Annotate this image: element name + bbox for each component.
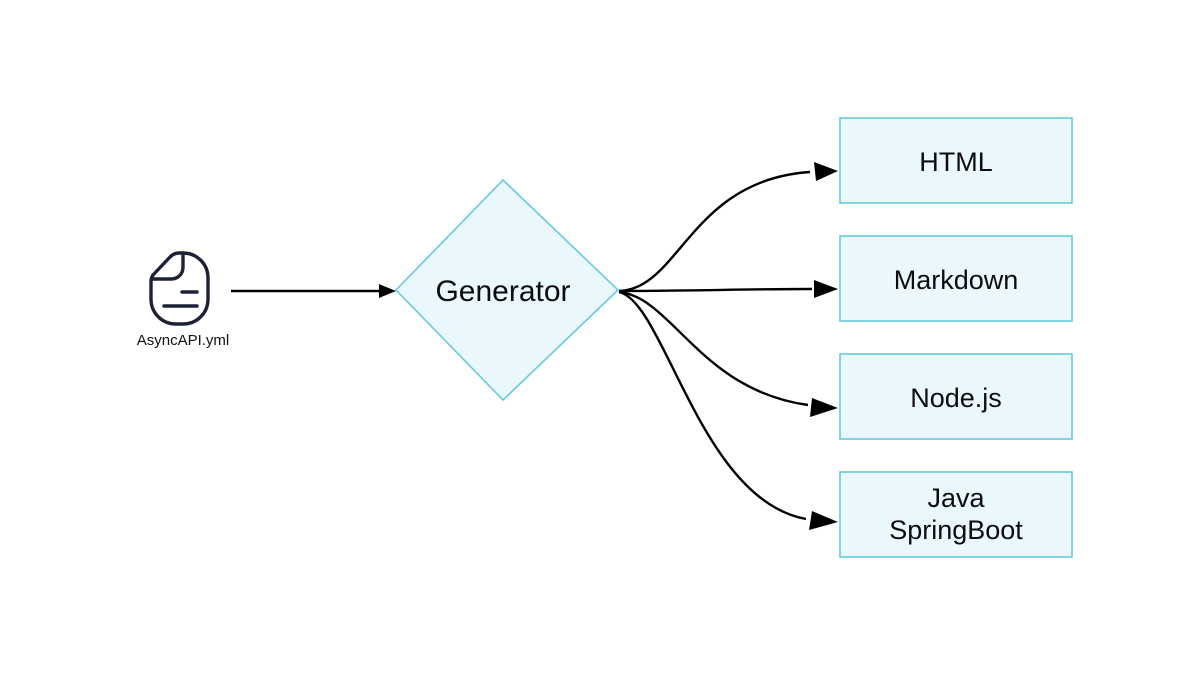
generator-node[interactable]: Generator [394,178,620,402]
output-label-nodejs: Node.js [910,383,1002,413]
output-label-html: HTML [919,147,993,177]
output-box [839,235,1073,322]
generator-diamond [394,178,620,402]
source-file-label: AsyncAPI.yml [137,332,230,349]
arrowhead-icon [809,511,838,530]
edge-generator-to-nodejs [618,290,838,417]
output-node-markdown[interactable]: Markdown [839,235,1073,322]
output-node-java-springboot[interactable]: Java SpringBoot [839,471,1073,558]
output-box [839,353,1073,440]
output-label-springboot: SpringBoot [889,515,1023,545]
output-node-nodejs[interactable]: Node.js [839,353,1073,440]
edge-file-to-generator [231,284,396,298]
arrowhead-icon [814,280,838,298]
output-label-markdown: Markdown [894,265,1019,295]
generator-label: Generator [435,275,570,308]
edge-generator-to-java [618,290,838,530]
arrowhead-icon [379,284,396,298]
source-node[interactable]: AsyncAPI.yml [137,251,230,349]
output-box [839,471,1073,558]
edge-generator-to-html [618,162,838,293]
edge-generator-to-markdown [618,280,838,298]
arrowhead-icon [810,398,838,417]
output-node-html[interactable]: HTML [839,117,1073,204]
output-box [839,117,1073,204]
document-file-icon [149,251,210,326]
arrowhead-icon [814,162,838,181]
output-label-java: Java [927,483,985,513]
